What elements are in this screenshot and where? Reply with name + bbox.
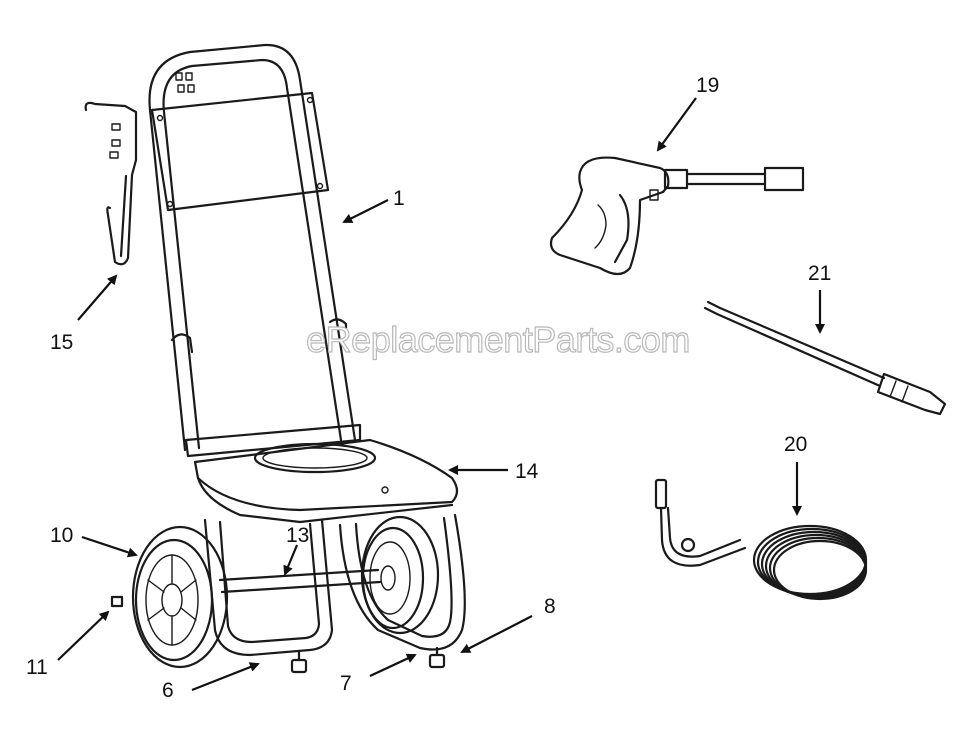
left-wheel bbox=[131, 525, 229, 669]
spray-wand bbox=[703, 300, 947, 416]
arrow-6 bbox=[191, 662, 260, 692]
arrow-8 bbox=[460, 615, 533, 653]
arrow-11 bbox=[57, 610, 110, 661]
callout-14: 14 bbox=[515, 460, 539, 483]
callout-7: 7 bbox=[340, 672, 352, 695]
callout-11: 11 bbox=[26, 656, 48, 679]
callout-20: 20 bbox=[784, 433, 807, 456]
spray-gun bbox=[549, 156, 805, 276]
arrow-7 bbox=[369, 653, 417, 677]
callout-8: 8 bbox=[544, 595, 556, 618]
leader-arrows bbox=[57, 97, 825, 692]
watermark-text: eReplacementParts.com bbox=[306, 319, 690, 360]
arrow-1 bbox=[342, 199, 389, 223]
hose-hook bbox=[84, 101, 138, 266]
arrow-15 bbox=[77, 274, 118, 321]
callout-21: 21 bbox=[808, 262, 831, 285]
right-wheel bbox=[360, 515, 440, 635]
callout-19: 19 bbox=[696, 74, 719, 97]
base-frame bbox=[203, 513, 466, 674]
callout-13: 13 bbox=[286, 524, 309, 547]
axle bbox=[218, 568, 382, 594]
cart-frame bbox=[148, 43, 362, 458]
callout-1: 1 bbox=[393, 187, 405, 210]
engine-base bbox=[193, 438, 459, 524]
callout-15: 15 bbox=[50, 331, 73, 354]
arrow-13 bbox=[283, 544, 299, 576]
callout-10: 10 bbox=[50, 524, 73, 547]
nut bbox=[110, 595, 124, 608]
callout-6: 6 bbox=[162, 679, 174, 702]
arrow-10 bbox=[81, 535, 138, 558]
arrow-19 bbox=[656, 97, 697, 152]
hose bbox=[654, 478, 868, 601]
